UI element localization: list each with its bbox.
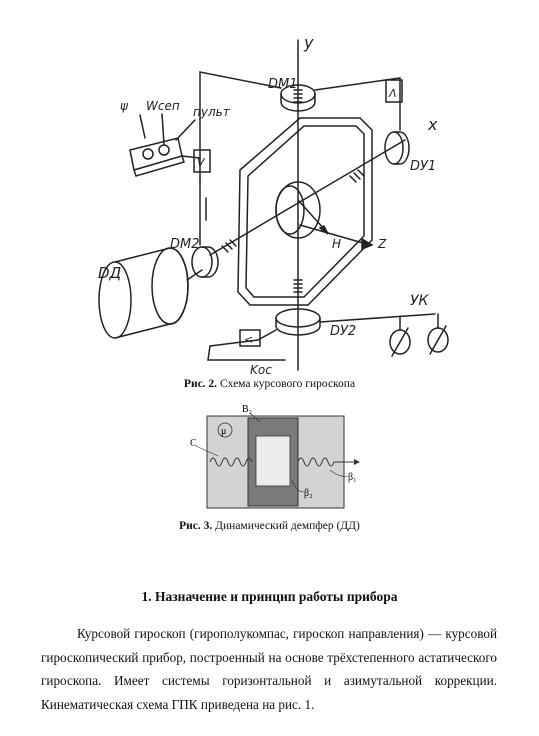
fig3-diagram: μ B₂ C β₁ β₂ — [190, 404, 360, 509]
section-heading: 1. Назначение и принцип работы прибора — [141, 589, 398, 604]
x-axis — [209, 139, 406, 256]
spring-left — [209, 457, 253, 467]
section-paragraph-text: Курсовой гироскоп (гирополукомпас, гирос… — [41, 626, 497, 712]
label-z: Z — [377, 237, 387, 251]
label-lt: < — [244, 333, 253, 346]
label-beta2: β₂ — [304, 488, 313, 499]
label-beta1: β₁ — [348, 472, 357, 483]
fig3-caption-text: Динамический демпфер (ДД) — [212, 520, 360, 532]
fig2-caption-text: Схема курсового гироскопа — [217, 378, 356, 390]
label-dd: DД — [98, 264, 122, 282]
fig2-caption: Рис. 2. Схема курсового гироскопа — [0, 378, 539, 390]
label-b2-top: B₂ — [242, 404, 252, 415]
label-y: y — [303, 33, 314, 52]
label-panel-w: Wсеп — [146, 99, 180, 113]
label-koc: Kос — [250, 363, 272, 375]
fig3-caption: Рис. 3. Динамический демпфер (ДД) — [0, 520, 539, 532]
label-c: C — [190, 438, 197, 449]
label-dm1: DM1 — [268, 77, 298, 92]
label-du1: DУ1 — [410, 159, 436, 174]
label-panel-psi: ψ — [120, 99, 129, 113]
amplifier-box-v — [193, 149, 211, 173]
outer-gimbal-frame — [237, 117, 373, 306]
label-h: H — [332, 237, 341, 251]
spring-right — [297, 457, 335, 467]
fig2-diagram: y DM1 x DУ1 Λ V ψ Wсеп пульт DM2 DД H Z … — [98, 33, 449, 375]
label-x: x — [427, 115, 438, 134]
label-wave: Λ — [388, 87, 397, 100]
section-paragraph: Курсовой гироскоп (гирополукомпас, гирос… — [41, 622, 497, 716]
label-dm2: DM2 — [170, 237, 200, 252]
label-panel-pult: пульт — [193, 105, 231, 119]
label-du2: DУ2 — [330, 324, 356, 339]
amplifier-box-koc — [239, 329, 261, 347]
amplifier-box-top — [385, 79, 403, 103]
label-yk: УК — [410, 293, 430, 309]
label-v: V — [197, 156, 206, 169]
du1-sensor — [384, 131, 404, 165]
fig3-caption-num: Рис. 3. — [179, 520, 213, 532]
label-mu: μ — [221, 426, 226, 437]
fig2-caption-num: Рис. 2. — [183, 378, 218, 390]
